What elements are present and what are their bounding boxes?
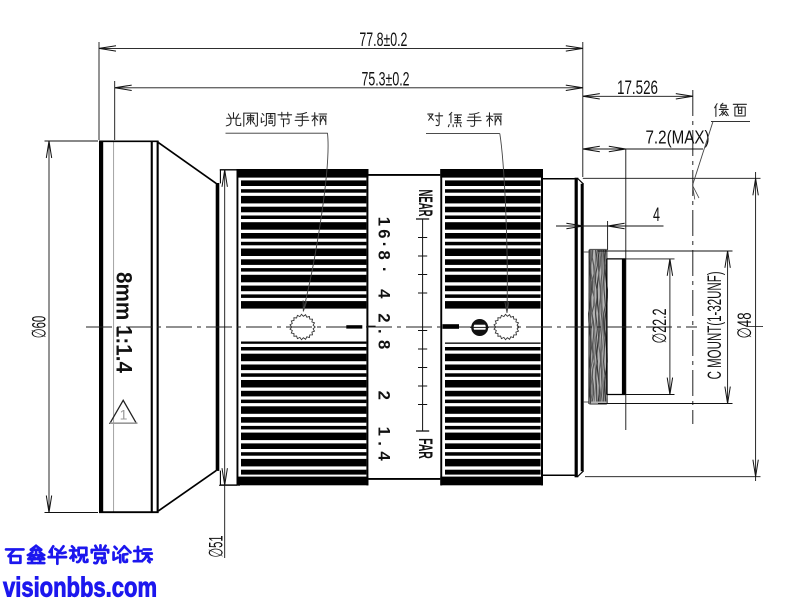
svg-text:4: 4 [374,289,393,299]
svg-text:2: 2 [374,391,393,400]
svg-text:C MOUNT(1-32UNF): C MOUNT(1-32UNF) [705,271,726,379]
svg-text:1: 1 [120,407,128,423]
svg-text:1.4: 1.4 [374,427,393,462]
svg-text:∅48: ∅48 [734,313,756,339]
svg-text:visionbbs.com: visionbbs.com [3,571,157,600]
svg-text:17.526: 17.526 [617,77,658,99]
svg-text:∅60: ∅60 [28,316,50,339]
svg-text:FAR: FAR [414,438,436,459]
svg-text:75.3±0.2: 75.3±0.2 [362,69,410,91]
svg-text:·: · [374,267,393,273]
svg-text:16·8: 16·8 [374,217,393,260]
svg-text:4: 4 [653,204,660,226]
svg-text:8mm 1:1.4: 8mm 1:1.4 [111,272,136,374]
svg-text:∅22.2: ∅22.2 [649,309,671,344]
svg-text:NEAR: NEAR [414,190,436,217]
svg-text:∅51: ∅51 [205,536,227,558]
svg-text:2.8: 2.8 [374,313,393,349]
svg-text:77.8±0.2: 77.8±0.2 [359,29,407,51]
svg-text:7.2(MAX): 7.2(MAX) [646,127,710,148]
